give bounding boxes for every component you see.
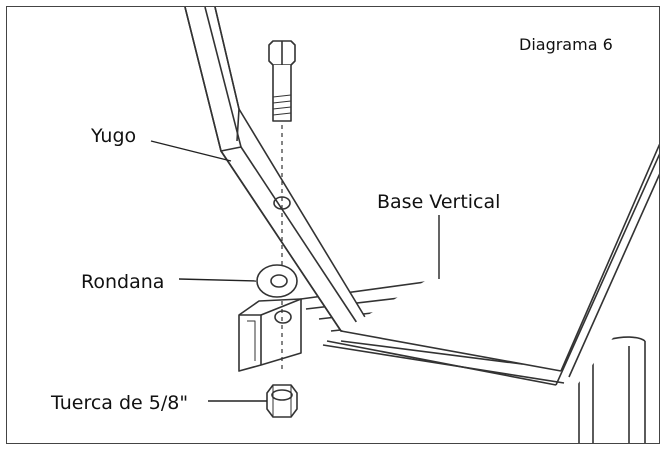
- label-nut: Tuerca de 5/8": [51, 392, 189, 414]
- square-tube-end: [238, 298, 302, 372]
- yoke-bracket: [184, 7, 659, 386]
- nut: [266, 384, 298, 418]
- diagram-title: Diagrama 6: [519, 35, 613, 54]
- leader-washer: [178, 278, 257, 282]
- leader-lines: [150, 140, 440, 402]
- tube-hole: [274, 310, 292, 324]
- washer: [256, 264, 298, 298]
- diagram-frame: Diagrama 6 Yugo Base Vertical Rondana Tu…: [6, 6, 660, 444]
- bolt: [268, 40, 296, 122]
- label-vertical-base: Base Vertical: [377, 191, 501, 213]
- label-washer: Rondana: [81, 271, 165, 293]
- leader-yoke: [150, 140, 232, 162]
- label-yoke: Yugo: [91, 125, 137, 147]
- assembly-drawing: [150, 7, 659, 443]
- yoke-hole: [273, 196, 291, 210]
